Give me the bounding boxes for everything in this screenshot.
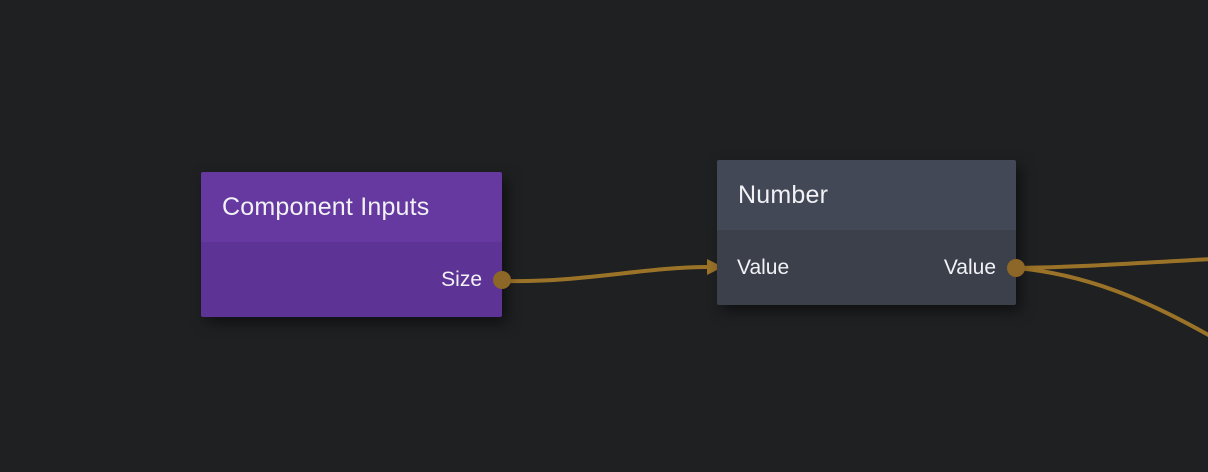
node-title: Component Inputs — [222, 192, 430, 221]
port-value-output[interactable] — [1007, 259, 1025, 277]
node-header-number[interactable]: Number — [717, 160, 1016, 230]
wire-value-offscreen-upper — [1014, 257, 1208, 270]
port-size-output[interactable] — [493, 271, 511, 289]
node-component-inputs[interactable]: Component Inputs Size — [201, 172, 511, 317]
wire-value-offscreen-lower — [1014, 266, 1208, 338]
node-header-component-inputs[interactable]: Component Inputs — [201, 172, 502, 242]
node-body-component-inputs: Size — [201, 242, 502, 317]
wire-size-to-value — [501, 265, 710, 284]
port-label-value-input: Value — [737, 256, 790, 279]
node-body-number: Value Value — [717, 230, 1016, 305]
port-label-size: Size — [441, 268, 482, 291]
node-title: Number — [738, 180, 829, 209]
port-label-value-output: Value — [943, 256, 996, 279]
node-number[interactable]: Number Value Value — [717, 160, 1025, 305]
